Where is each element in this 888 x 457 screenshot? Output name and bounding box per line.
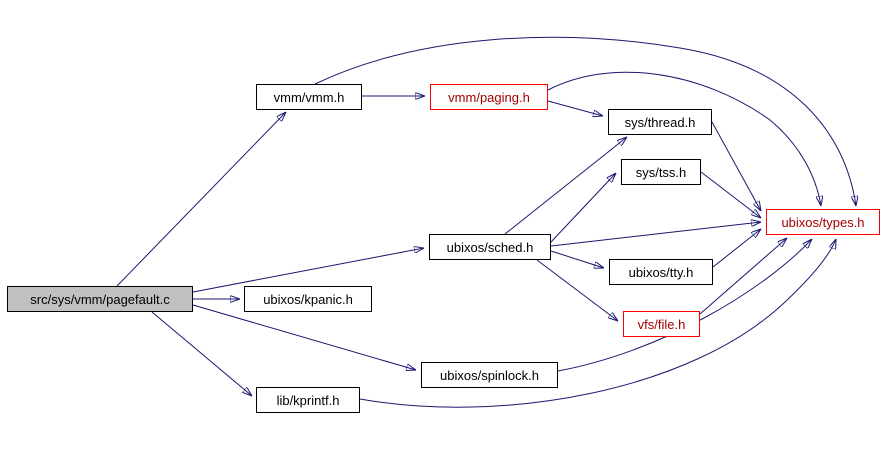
node-ubixos-tty-h[interactable]: ubixos/tty.h: [609, 259, 713, 285]
node-label: vfs/file.h: [637, 316, 686, 332]
node-label: ubixos/sched.h: [446, 239, 534, 255]
edge-thread-to-types: [711, 121, 761, 211]
node-label: sys/thread.h: [624, 114, 696, 130]
node-label: vmm/paging.h: [448, 89, 530, 105]
node-label: ubixos/spinlock.h: [440, 367, 539, 383]
node-label: ubixos/tty.h: [628, 264, 694, 280]
edge-pagefault-to-spinlock: [192, 304, 416, 370]
node-label: vmm/vmm.h: [273, 89, 345, 105]
edge-sched-to-file: [536, 259, 618, 321]
edge-kprintf-to-types: [359, 239, 836, 408]
edge-pagefault-to-sched: [192, 248, 424, 293]
node-ubixos-sched-h[interactable]: ubixos/sched.h: [429, 234, 551, 260]
edge-vmm-to-types: [314, 36, 856, 206]
node-ubixos-kpanic-h[interactable]: ubixos/kpanic.h: [244, 286, 372, 312]
edge-paging-to-thread: [547, 100, 603, 116]
node-label: src/sys/vmm/pagefault.c: [30, 291, 170, 307]
edge-sched-to-tss: [550, 173, 616, 243]
node-vmm-paging-h[interactable]: vmm/paging.h: [430, 84, 548, 110]
edge-pagefault-to-kprintf: [151, 311, 252, 396]
node-label: ubixos/kpanic.h: [263, 291, 353, 307]
node-label: sys/tss.h: [635, 164, 687, 180]
edge-paging-to-types: [547, 71, 821, 206]
node-sys-thread-h[interactable]: sys/thread.h: [608, 109, 712, 135]
node-label: lib/kprintf.h: [276, 392, 340, 408]
node-vfs-file-h[interactable]: vfs/file.h: [623, 311, 700, 337]
node-sys-tss-h[interactable]: sys/tss.h: [621, 159, 701, 185]
node-vmm-vmm-h[interactable]: vmm/vmm.h: [256, 84, 362, 110]
edge-pagefault-to-vmm: [116, 112, 286, 287]
edge-sched-to-types: [550, 222, 761, 247]
edge-sched-to-tty: [550, 250, 604, 268]
edge-tss-to-types: [700, 171, 761, 218]
edge-tty-to-types: [712, 229, 761, 268]
node-ubixos-spinlock-h[interactable]: ubixos/spinlock.h: [421, 362, 558, 388]
node-pagefault-c: src/sys/vmm/pagefault.c: [7, 286, 193, 312]
node-ubixos-types-h[interactable]: ubixos/types.h: [766, 209, 880, 235]
edge-file-to-types: [699, 238, 787, 315]
edge-sched-to-thread: [504, 137, 627, 235]
node-label: ubixos/types.h: [781, 214, 865, 230]
edge-spinlock-to-types: [557, 239, 812, 372]
node-lib-kprintf-h[interactable]: lib/kprintf.h: [256, 387, 360, 413]
